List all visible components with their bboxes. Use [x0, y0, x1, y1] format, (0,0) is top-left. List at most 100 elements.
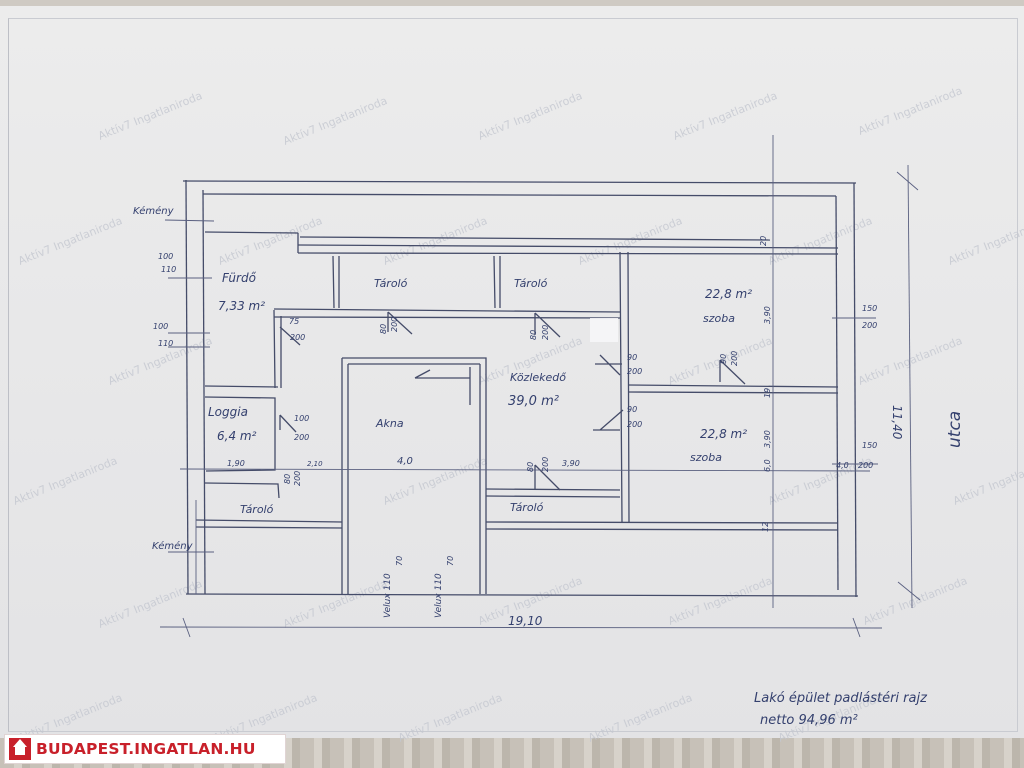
stair-arrow: [414, 367, 471, 405]
room-shaft-name: Akna: [375, 417, 404, 430]
door-swing: [534, 464, 561, 491]
paper-glare: [590, 318, 618, 342]
outer-wall-inner-top: [202, 193, 837, 197]
width-label: 19,10: [508, 614, 543, 628]
room-loggia-name: Loggia: [208, 405, 248, 419]
dim-text: 3,90: [763, 306, 772, 324]
velux-label: Velux 110: [383, 573, 393, 618]
watermark-text: Aktív7 Ingatlaniroda: [96, 89, 204, 143]
storage-lower-line: [195, 519, 343, 529]
door-swing: [387, 311, 413, 335]
left-marker-line: [164, 219, 215, 553]
labels: Kémény Kémény utca 11,40 19,10 Fürdő 7,3…: [133, 205, 965, 728]
caption-line-1: Lakó épület padlástéri rajz: [754, 691, 928, 706]
chimney-top-label: Kémény: [133, 205, 175, 217]
dim-text: 200: [627, 420, 642, 429]
room-storage-1-name: Tároló: [374, 277, 408, 290]
room-bedroom-2-name: szoba: [690, 451, 722, 464]
door-swing: [593, 409, 624, 431]
room-loggia-area: 6,4 m²: [217, 429, 257, 443]
watermark-text: Aktív7 Ingatlaniroda: [281, 577, 389, 631]
watermark-text: Aktív7 Ingatlaniroda: [856, 84, 964, 138]
watermark-text: Aktív7 Ingatlaniroda: [476, 89, 584, 143]
loggia-box: [204, 396, 276, 472]
room-shaft-dim: 4,0: [397, 456, 413, 467]
room-bedroom-1-name: szoba: [703, 312, 735, 325]
street-label: utca: [945, 411, 965, 448]
caption-line-2: netto 94,96 m²: [760, 713, 858, 728]
watermark-text: Aktív7 Ingatlaniroda: [396, 691, 504, 745]
top-partition-2: [297, 252, 839, 255]
dim-text: 80: [379, 324, 388, 334]
dim-text: 12: [761, 522, 770, 532]
room-bath-name: Fürdő: [222, 271, 257, 285]
door-swing: [279, 326, 301, 346]
top-partition: [297, 244, 839, 249]
depth-label: 11,40: [890, 405, 904, 440]
door-swing: [595, 354, 622, 376]
room-storage-4-name: Tároló: [510, 501, 544, 514]
dim-text: 3,90: [763, 430, 772, 448]
room-right-left-wall: [619, 251, 630, 523]
door-swing: [534, 312, 561, 338]
dim-text: 150: [862, 304, 877, 313]
dimension-lines: [159, 135, 921, 638]
dim-text: 200: [858, 461, 873, 470]
storage-1-box: [332, 255, 501, 309]
horizontal-construction-line: [179, 468, 871, 472]
dim-text: 100: [294, 414, 309, 423]
width-ticks: [182, 617, 861, 638]
dim-text: 200: [541, 325, 550, 340]
watermark-text: Aktív7 Ingatlaniroda: [586, 691, 694, 745]
watermark-text: Aktív7 Ingatlaniroda: [381, 214, 489, 268]
walls: [182, 179, 859, 598]
inner-top-right: [299, 236, 771, 241]
shaft-box: [341, 357, 487, 594]
room-bedroom-2-area: 22,8 m²: [700, 427, 747, 441]
dim-text: 200: [290, 333, 305, 342]
dim-text: 80: [283, 474, 292, 484]
site-logo[interactable]: BUDAPEST.INGATLAN.HU: [4, 734, 286, 764]
dim-text: 75: [289, 317, 299, 326]
velux-label: Velux 110: [434, 573, 444, 618]
depth-dimension-line: [907, 164, 913, 609]
dim-text: 90: [627, 405, 637, 414]
dim-text: 100: [153, 322, 168, 331]
dim-text: 110: [158, 339, 173, 348]
outer-wall-left-inner: [202, 189, 206, 595]
site-logo-text: BUDAPEST.INGATLAN.HU: [36, 740, 256, 758]
dim-text: 80: [526, 462, 535, 472]
lower-corridor-line: [485, 488, 621, 498]
right-marker-line: [832, 317, 878, 465]
dim-text: 200: [627, 367, 642, 376]
dim-text: 200: [862, 321, 877, 330]
watermark-text: Aktív7 Ingatlaniroda: [216, 214, 324, 268]
dim-text: 1,90: [227, 459, 245, 468]
bath-wall: [273, 309, 282, 389]
chimney-bottom-label: Kémény: [152, 540, 194, 552]
door-swing: [719, 359, 746, 385]
dim-text: 6,0: [763, 459, 772, 472]
depth-ticks: [896, 171, 921, 601]
house-icon: [9, 738, 31, 760]
dim-text: 200: [541, 457, 550, 472]
dim-text: 3,90: [562, 459, 580, 468]
outer-wall-bottom: [185, 593, 859, 597]
loggia-inner: [204, 482, 280, 499]
room-corridor-area: 39,0 m²: [508, 394, 559, 409]
dim-text: 110: [161, 265, 176, 274]
width-dimension-line: [159, 626, 883, 629]
watermark-text: Aktív7 Ingatlaniroda: [766, 214, 874, 268]
room-storage-2-name: Tároló: [514, 277, 548, 290]
watermark-text: Aktív7 Ingatlaniroda: [951, 454, 1024, 508]
room-corridor-name: Közlekedő: [510, 371, 566, 384]
watermark-text: Aktív7 Ingatlaniroda: [11, 454, 119, 508]
room-bath-area: 7,33 m²: [218, 299, 265, 313]
dim-text: 100: [158, 252, 173, 261]
watermark-text: Aktív7 Ingatlaniroda: [16, 214, 124, 268]
dim-text: 90: [627, 353, 637, 362]
rooms-divider: [627, 384, 839, 394]
dim-text: 200: [293, 471, 302, 486]
watermark-text: Aktív7 Ingatlaniroda: [861, 574, 969, 628]
